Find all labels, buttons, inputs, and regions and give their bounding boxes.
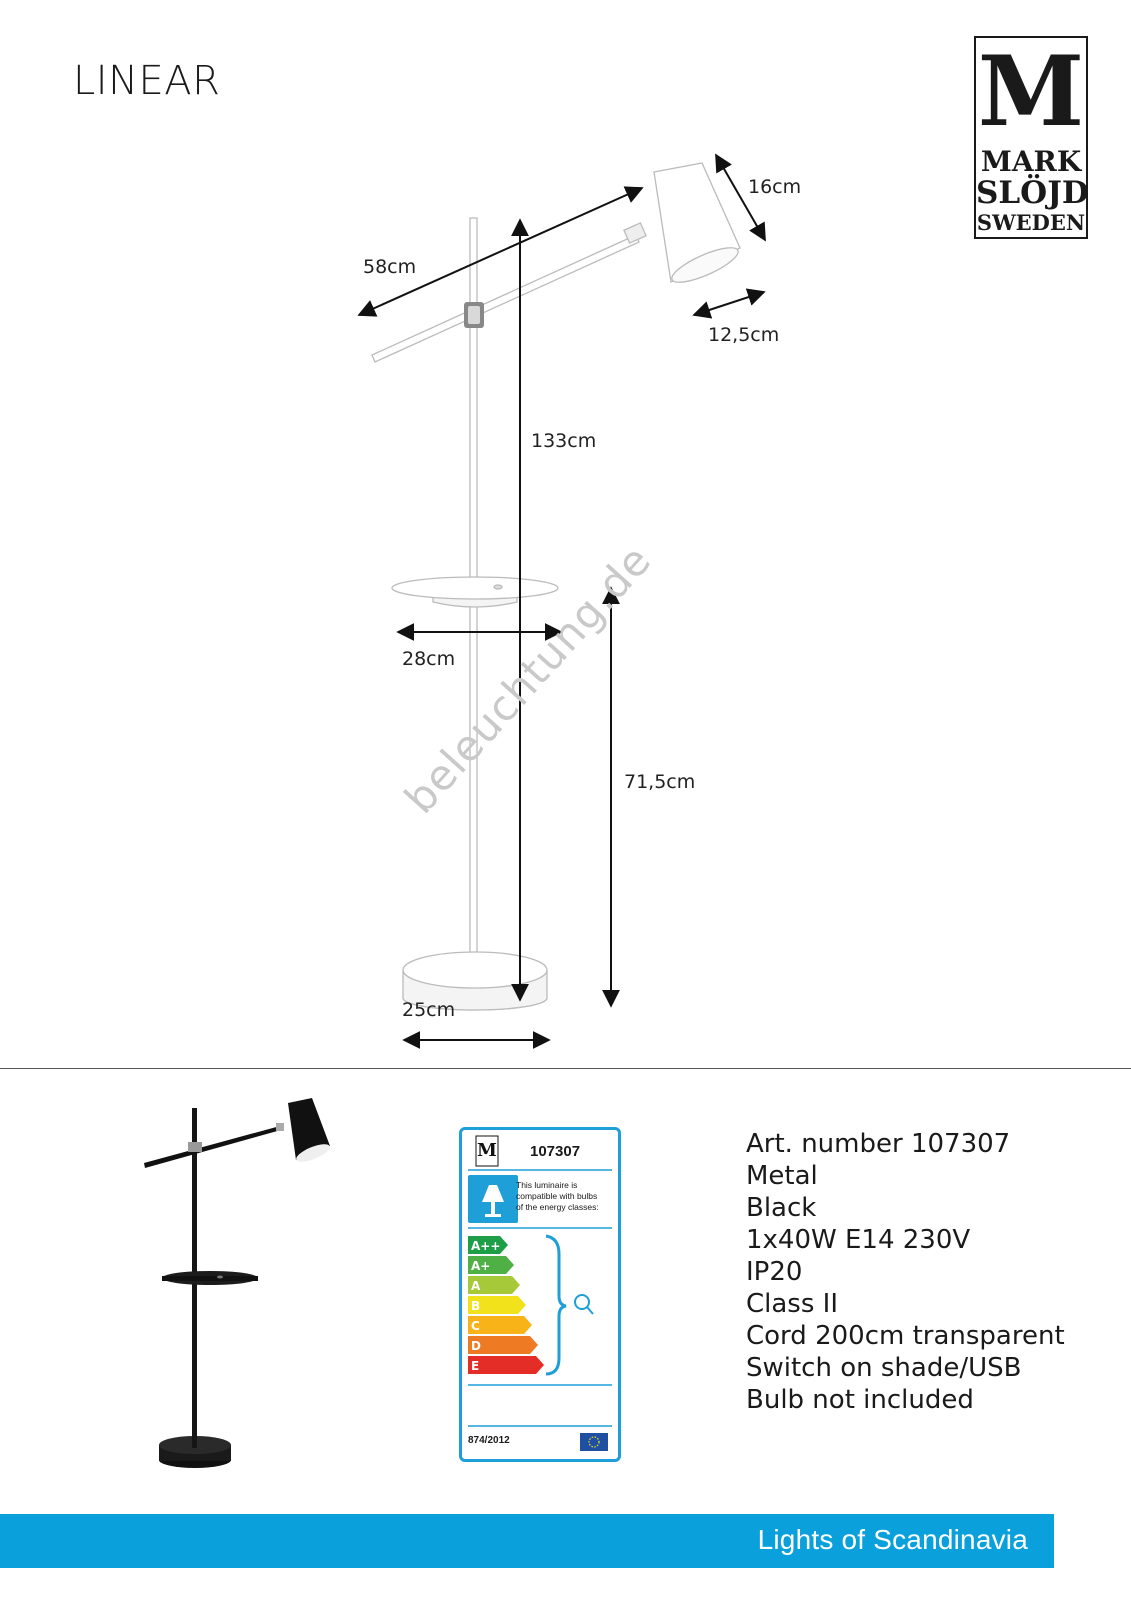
- energy-label: M A++ A+ A B C D E: [459, 1127, 621, 1462]
- dim-label-height: 133cm: [531, 430, 597, 452]
- spec-ip: IP20: [746, 1257, 803, 1287]
- dim-arrow-shade-diameter: [692, 288, 766, 319]
- spec-bulb: 1x40W E14 230V: [746, 1225, 971, 1255]
- logo-line-1: MARK: [980, 145, 1082, 178]
- energy-class-bars: [468, 1236, 544, 1374]
- brand-logo: M MARK SLÖJD SWEDEN: [974, 35, 1089, 239]
- energy-class-4: B: [471, 1299, 480, 1313]
- dim-arrow-shade-length: [715, 153, 766, 242]
- spec-switch: Switch on shade/USB: [746, 1353, 1022, 1383]
- energy-class-3: A: [471, 1279, 481, 1293]
- label-logo-monogram: M: [477, 1140, 497, 1161]
- label-regulation: 874/2012: [468, 1435, 510, 1446]
- energy-label-graphic: M A++ A+ A B C D E: [468, 1135, 612, 1451]
- page-title: LINEAR: [73, 58, 221, 104]
- energy-class-6: D: [471, 1339, 481, 1353]
- technical-drawing: [357, 153, 766, 1049]
- label-article-number: 107307: [530, 1143, 581, 1160]
- spec-list: Art. number 107307 Metal Black 1x40W E14…: [746, 1128, 1065, 1416]
- dim-label-table-height: 71,5cm: [624, 771, 696, 793]
- dim-label-shade-length: 16cm: [748, 176, 802, 198]
- spec-cord: Cord 200cm transparent: [746, 1321, 1065, 1351]
- logo-monogram: M: [977, 35, 1085, 148]
- footer-tagline: Lights of Scandinavia: [757, 1524, 1028, 1555]
- dim-label-table: 28cm: [402, 648, 456, 670]
- eu-flag-icon: [580, 1433, 608, 1451]
- dim-label-arm: 58cm: [363, 256, 417, 278]
- product-photo: [144, 1098, 330, 1468]
- label-info-text: This luminaire is compatible with bulbs …: [516, 1180, 599, 1212]
- dim-label-shade-diameter: 12,5cm: [708, 324, 780, 346]
- spec-class: Class II: [746, 1289, 839, 1319]
- spec-color: Black: [746, 1193, 817, 1223]
- energy-class-2: A+: [471, 1259, 490, 1273]
- footer-bar: Lights of Scandinavia: [0, 1514, 1054, 1568]
- spec-bulb-note: Bulb not included: [746, 1385, 974, 1415]
- energy-class-7: E: [471, 1359, 479, 1373]
- energy-class-5: C: [471, 1319, 480, 1333]
- energy-class-1: A++: [471, 1239, 500, 1253]
- section-divider: [0, 1068, 1131, 1069]
- spec-material: Metal: [746, 1161, 818, 1191]
- spec-article: Art. number 107307: [746, 1129, 1011, 1159]
- bulb-icon: [574, 1294, 594, 1315]
- logo-line-2: SLÖJD: [976, 175, 1089, 211]
- dim-label-base: 25cm: [402, 999, 456, 1021]
- dim-arrow-arm: [357, 186, 644, 317]
- lamp-outline: [371, 162, 741, 1011]
- logo-line-3: SWEDEN: [976, 210, 1086, 235]
